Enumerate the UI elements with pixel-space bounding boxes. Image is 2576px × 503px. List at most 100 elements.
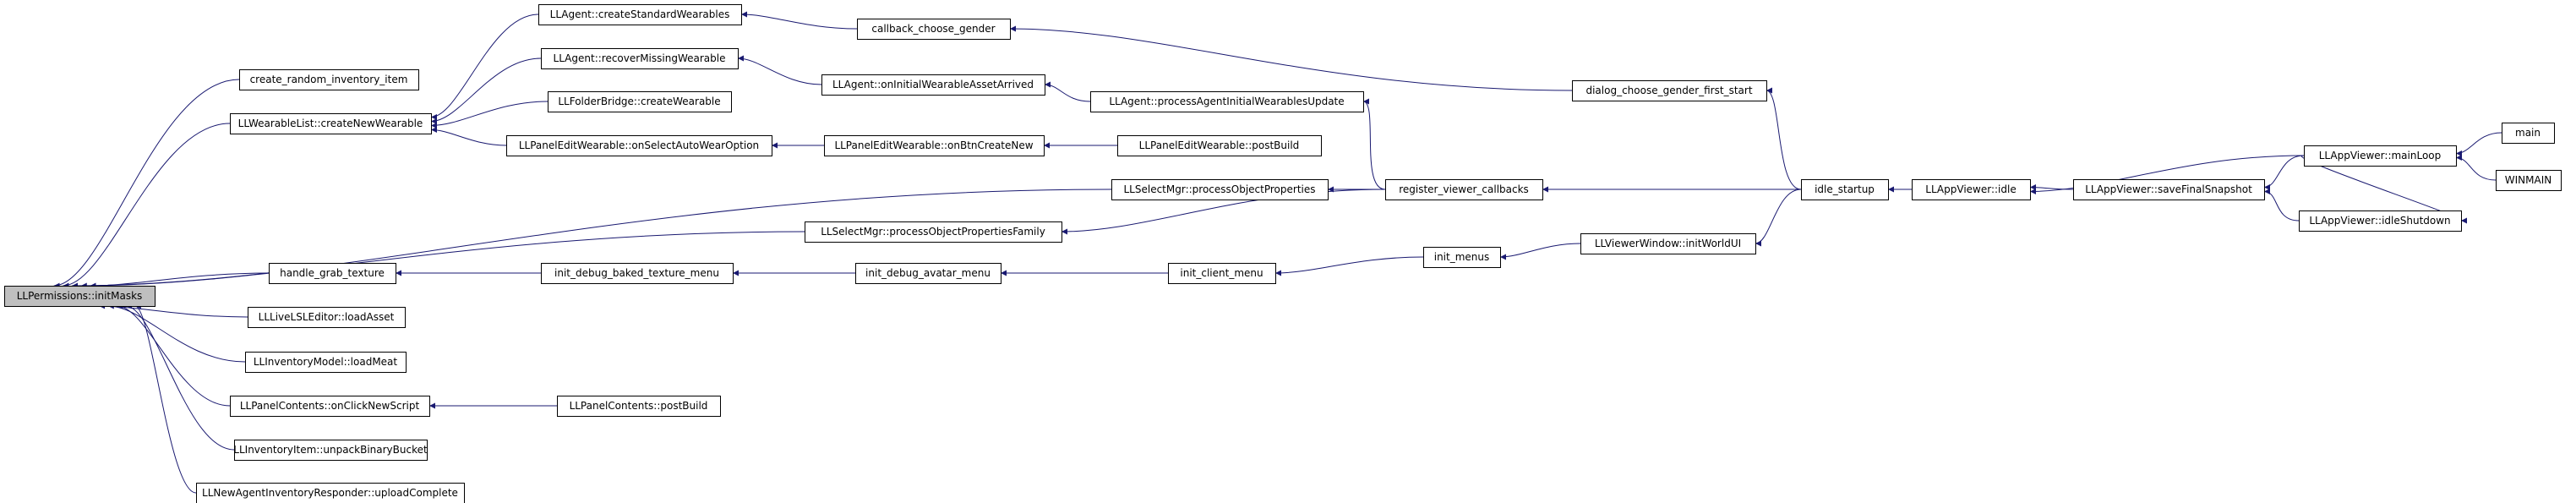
edge-loadAsset-to-initMasks bbox=[99, 303, 248, 318]
node-box bbox=[821, 74, 1045, 96]
node-label: LLAppViewer::idle bbox=[1925, 183, 2016, 195]
node-box bbox=[541, 48, 739, 69]
node-label: idle_startup bbox=[1815, 183, 1875, 195]
edge-createNewWearable-to-initMasks bbox=[63, 123, 231, 289]
node-processAgentWearables[interactable]: LLAgent::processAgentInitialWearablesUpd… bbox=[1090, 91, 1364, 112]
edge-dialogGender-to-callbackGender bbox=[1009, 25, 1573, 91]
node-onSelectAutoWear[interactable]: LLPanelEditWearable::onSelectAutoWearOpt… bbox=[506, 135, 772, 156]
edge-saveSnapshot-to-appIdle bbox=[2029, 184, 2074, 191]
node-idleStartup[interactable]: idle_startup bbox=[1801, 179, 1889, 200]
node-uploadComplete[interactable]: LLNewAgentInventoryResponder::uploadComp… bbox=[196, 483, 465, 503]
edge-winmain-to-mainLoop bbox=[2455, 155, 2497, 181]
node-onBtnCreateNew[interactable]: LLPanelEditWearable::onBtnCreateNew bbox=[824, 135, 1045, 156]
node-label: main bbox=[2515, 127, 2541, 139]
node-label: LLNewAgentInventoryResponder::uploadComp… bbox=[202, 487, 458, 499]
node-box bbox=[506, 135, 772, 156]
node-label: LLPanelEditWearable::onSelectAutoWearOpt… bbox=[519, 139, 759, 151]
node-onClickNewScript[interactable]: LLPanelContents::onClickNewScript bbox=[230, 396, 430, 417]
node-box bbox=[548, 91, 732, 112]
node-label: LLSelectMgr::processObjectPropertiesFami… bbox=[821, 226, 1045, 238]
node-box bbox=[824, 135, 1045, 156]
node-label: LLViewerWindow::initWorldUI bbox=[1595, 238, 1741, 249]
node-label: LLInventoryModel::loadMeat bbox=[254, 356, 398, 368]
node-appIdle[interactable]: LLAppViewer::idle bbox=[1912, 179, 2031, 200]
node-initMenus[interactable]: init_menus bbox=[1423, 247, 1501, 268]
node-box bbox=[269, 263, 396, 284]
node-box bbox=[2496, 170, 2562, 191]
node-box bbox=[2073, 179, 2265, 200]
node-recoverMissing[interactable]: LLAgent::recoverMissingWearable bbox=[541, 48, 739, 69]
node-box bbox=[538, 4, 742, 25]
node-box bbox=[1111, 179, 1329, 200]
edge-loadMeat-to-initMasks bbox=[107, 303, 246, 363]
node-initWorldUI[interactable]: LLViewerWindow::initWorldUI bbox=[1580, 233, 1756, 254]
edge-layer bbox=[53, 11, 2502, 494]
node-grabTexture[interactable]: handle_grab_texture bbox=[269, 263, 396, 284]
edge-processAgentWearables-to-onInitialWearable bbox=[1044, 81, 1091, 102]
edge-processObjPropsFamily-to-initMasks bbox=[80, 231, 805, 289]
node-label: LLInventoryItem::unpackBinaryBucket bbox=[233, 444, 428, 456]
node-main[interactable]: main bbox=[2502, 123, 2555, 144]
node-mainLoop[interactable]: LLAppViewer::mainLoop bbox=[2304, 145, 2457, 167]
node-box bbox=[196, 483, 465, 503]
node-layer: LLPermissions::initMasks create_random_in… bbox=[4, 4, 2562, 503]
node-label: dialog_choose_gender_first_start bbox=[1585, 85, 1752, 96]
node-box bbox=[239, 69, 419, 90]
node-box bbox=[230, 113, 432, 134]
node-box bbox=[557, 396, 721, 417]
node-box bbox=[1117, 135, 1322, 156]
node-idleShutdown[interactable]: LLAppViewer::idleShutdown bbox=[2299, 210, 2462, 232]
node-label: WINMAIN bbox=[2505, 174, 2551, 186]
node-label: callback_choose_gender bbox=[871, 23, 995, 35]
node-label: LLLiveLSLEditor::loadAsset bbox=[259, 311, 395, 323]
node-editWearablePostBuild[interactable]: LLPanelEditWearable::postBuild bbox=[1117, 135, 1322, 156]
node-label: init_menus bbox=[1434, 251, 1490, 263]
node-initDebugAvatar[interactable]: init_debug_avatar_menu bbox=[855, 263, 1001, 284]
node-box bbox=[1572, 80, 1767, 101]
edge-uploadComplete-to-initMasks bbox=[134, 303, 197, 494]
node-createRandomItem[interactable]: create_random_inventory_item bbox=[239, 69, 419, 90]
node-box bbox=[2502, 123, 2555, 144]
node-saveSnapshot[interactable]: LLAppViewer::saveFinalSnapshot bbox=[2073, 179, 2265, 200]
node-box bbox=[2304, 145, 2457, 167]
node-processObjPropsFamily[interactable]: LLSelectMgr::processObjectPropertiesFami… bbox=[805, 221, 1062, 243]
node-createNewWearable[interactable]: LLWearableList::createNewWearable bbox=[230, 113, 432, 134]
node-label: init_client_menu bbox=[1180, 267, 1263, 279]
node-label: LLAppViewer::mainLoop bbox=[2319, 150, 2442, 161]
node-label: create_random_inventory_item bbox=[250, 74, 408, 85]
node-onInitialWearable[interactable]: LLAgent::onInitialWearableAssetArrived bbox=[821, 74, 1045, 96]
node-callbackGender[interactable]: callback_choose_gender bbox=[857, 19, 1011, 40]
node-label: LLPanelEditWearable::onBtnCreateNew bbox=[834, 139, 1033, 151]
node-label: LLAgent::processAgentInitialWearablesUpd… bbox=[1109, 96, 1344, 107]
node-contentsPostBuild[interactable]: LLPanelContents::postBuild bbox=[557, 396, 721, 417]
node-folderBridgeCreate[interactable]: LLFolderBridge::createWearable bbox=[548, 91, 732, 112]
node-box bbox=[1801, 179, 1889, 200]
node-winmain[interactable]: WINMAIN bbox=[2496, 170, 2562, 191]
node-box bbox=[4, 286, 156, 307]
node-label: LLAppViewer::idleShutdown bbox=[2309, 215, 2450, 227]
node-label: LLWearableList::createNewWearable bbox=[238, 118, 423, 129]
node-label: LLPanelContents::onClickNewScript bbox=[240, 400, 420, 412]
node-box bbox=[1168, 263, 1276, 284]
node-loadMeat[interactable]: LLInventoryModel::loadMeat bbox=[245, 352, 407, 373]
edge-initWorldUI-to-initMenus bbox=[1499, 243, 1581, 260]
edge-onInitialWearable-to-recoverMissing bbox=[737, 55, 822, 85]
node-initMasks[interactable]: LLPermissions::initMasks bbox=[4, 286, 156, 307]
node-loadAsset[interactable]: LLLiveLSLEditor::loadAsset bbox=[248, 307, 406, 328]
node-unpackBinary[interactable]: LLInventoryItem::unpackBinaryBucket bbox=[233, 440, 428, 461]
node-createStdWearables[interactable]: LLAgent::createStandardWearables bbox=[538, 4, 742, 25]
edge-idleStartup-to-initWorldUI bbox=[1755, 189, 1802, 247]
node-box bbox=[855, 263, 1001, 284]
edge-mainLoop-to-appIdle bbox=[2029, 155, 2305, 194]
edge-createStdWearables-to-createNewWearable bbox=[430, 14, 539, 120]
node-initDebugBaked[interactable]: init_debug_baked_texture_menu bbox=[541, 263, 734, 284]
node-label: LLPanelEditWearable::postBuild bbox=[1139, 139, 1300, 151]
node-initClientMenu[interactable]: init_client_menu bbox=[1168, 263, 1276, 284]
node-processObjProps[interactable]: LLSelectMgr::processObjectProperties bbox=[1111, 179, 1329, 200]
edge-grabTexture-to-initMasks bbox=[90, 272, 270, 289]
node-label: init_debug_avatar_menu bbox=[865, 267, 991, 279]
node-label: LLSelectMgr::processObjectProperties bbox=[1123, 183, 1315, 195]
node-dialogGender[interactable]: dialog_choose_gender_first_start bbox=[1572, 80, 1767, 101]
node-registerCallbacks[interactable]: register_viewer_callbacks bbox=[1385, 179, 1543, 200]
